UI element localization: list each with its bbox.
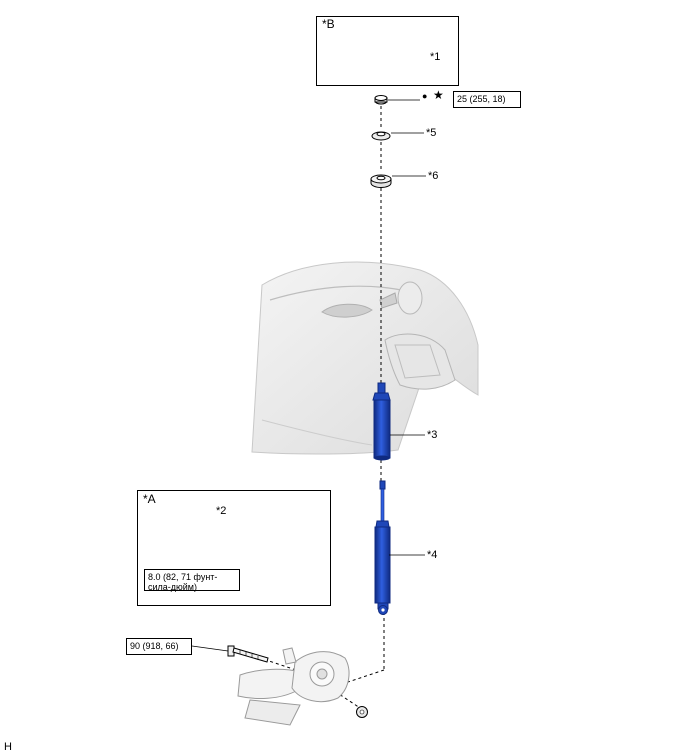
lower-bolt xyxy=(227,645,269,663)
star-symbol: ★ xyxy=(433,88,444,102)
callout-part-6: *6 xyxy=(428,170,439,182)
callout-part-4: *4 xyxy=(427,549,438,561)
box-a-label: *A xyxy=(143,492,156,506)
callout-part-1: *1 xyxy=(430,51,441,63)
callout-part-2: *2 xyxy=(216,505,227,517)
lower-knuckle-illustration xyxy=(237,647,350,726)
lower-nut xyxy=(356,706,368,718)
upper-nut xyxy=(374,95,388,105)
figure-footer-letter: H xyxy=(4,741,12,753)
callout-part-3: *3 xyxy=(427,429,438,441)
part-3-dust-boot xyxy=(372,382,391,461)
box-b-label: *B xyxy=(322,17,335,31)
part-6-cushion xyxy=(370,174,392,188)
part-4-shock-absorber xyxy=(374,480,391,615)
callout-part-5: *5 xyxy=(426,127,437,139)
vehicle-body-illustration xyxy=(251,261,479,455)
torque-lower-bolt: 90 (918, 66) xyxy=(126,638,192,655)
torque-sensor-bolt: 8.0 (82, 71 фунт-сила-дюйм) xyxy=(144,569,240,592)
part-5-washer xyxy=(371,131,391,141)
torque-upper-nut: 25 (255, 18) xyxy=(453,91,521,108)
detail-box-b xyxy=(316,16,459,86)
dot-symbol: ● xyxy=(422,91,428,101)
